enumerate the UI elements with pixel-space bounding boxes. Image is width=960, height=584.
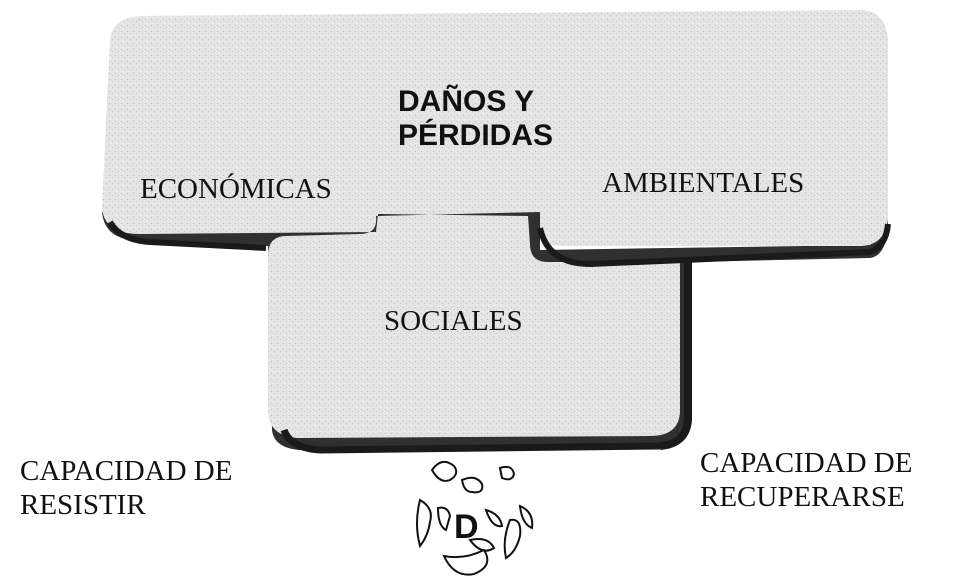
label-economicas: ECONÓMICAS [140,173,332,205]
shadow-stroke-right [537,223,891,268]
label-right-line2: RECUPERARSE [700,481,905,513]
label-ambientales: AMBIENTALES [602,167,805,199]
label-sociales: SOCIALES [384,305,523,337]
shadow-stroke-left [107,220,267,251]
shadow-stroke-bottom [280,428,661,454]
diagram-title-line1: DAÑOS Y [398,85,535,118]
diagram-title-line2: PÉRDIDAS [398,119,554,152]
shadow-stroke-step [659,262,692,450]
shape-body [102,10,888,438]
label-right-line1: CAPACIDAD DE [700,447,913,479]
label-left-line2: RESISTIR [20,489,146,521]
label-left-line1: CAPACIDAD DE [20,455,233,487]
center-letter-d: D [454,508,479,546]
fragments-icon [416,460,534,576]
